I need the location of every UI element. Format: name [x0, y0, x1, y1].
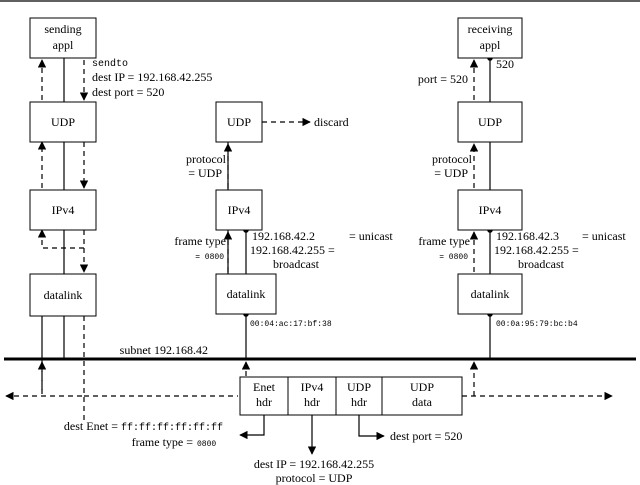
- frame-ipv4-line2: hdr: [304, 395, 320, 409]
- mid-mac-address: 00:04:ac:17:bf:38: [250, 320, 332, 329]
- frame-enet-line1: Enet: [253, 380, 276, 394]
- recv-udp-box: [457, 101, 523, 143]
- mid-unicast-label: = unicast: [349, 229, 393, 243]
- recv-udp-label: UDP: [478, 115, 502, 129]
- sending-appl-box: [29, 17, 97, 59]
- send-dest-ip: dest IP = 192.168.42.255: [92, 70, 212, 84]
- send-ipv4-label: IPv4: [52, 203, 75, 217]
- frame-udp-hdr-line2: hdr: [351, 395, 367, 409]
- receiving-appl-box: [457, 17, 523, 59]
- frame-layout: Enet hdr IPv4 hdr UDP hdr UDP data: [239, 376, 463, 416]
- mid-broadcast-label: broadcast: [273, 257, 320, 271]
- send-datalink-box: [29, 273, 97, 317]
- mid-ip-broadcast: 192.168.42.255 =: [250, 243, 335, 257]
- mid-udp-box: [215, 101, 263, 143]
- recv-ip-broadcast: 192.168.42.255 =: [494, 243, 579, 257]
- mid-datalink-label: datalink: [227, 287, 266, 301]
- mid-frame-type-value: = 0800: [195, 253, 224, 262]
- mid-ipv4-label: IPv4: [228, 203, 251, 217]
- sendto-label: sendto: [92, 58, 128, 70]
- protocol-annot: protocol = UDP: [276, 471, 353, 485]
- mid-frame-type-label: frame type: [174, 234, 226, 248]
- frame-udp-hdr-line1: UDP: [347, 380, 371, 394]
- recv-ipv4-box: [457, 189, 523, 231]
- send-loopback-arrow: [37, 229, 84, 249]
- recv-port-label: port = 520: [418, 72, 468, 86]
- send-ipv4-box: [29, 189, 97, 231]
- frame-udp-data: [381, 376, 463, 416]
- send-udp-label: UDP: [51, 115, 75, 129]
- recv-frame-type-label: frame type: [418, 234, 470, 248]
- mid-protocol-line1: protocol: [186, 152, 227, 166]
- sending-stack: sending appl sendto dest IP = 192.168.42…: [29, 17, 212, 420]
- recv-ip-unicast: 192.168.42.3: [496, 229, 559, 243]
- receiving-stack: receiving appl 520 port = 520 UDP protoc…: [418, 17, 626, 358]
- frame-ipv4-line1: IPv4: [301, 380, 324, 394]
- frame-udp-hdr: [335, 376, 383, 416]
- mid-ipv4-box: [215, 189, 263, 231]
- recv-port-num: 520: [496, 57, 514, 71]
- mid-ip-unicast: 192.168.42.2: [252, 229, 315, 243]
- recv-ipv4-label: IPv4: [479, 203, 502, 217]
- recv-unicast-label: = unicast: [582, 229, 626, 243]
- dest-enet-label: dest Enet =: [64, 419, 118, 433]
- receiving-appl-line2: appl: [480, 38, 501, 52]
- mid-discard-label: discard: [314, 115, 349, 129]
- sending-appl-line2: appl: [53, 38, 74, 52]
- send-dest-port: dest port = 520: [92, 85, 164, 99]
- recv-broadcast-label: broadcast: [518, 257, 565, 271]
- frame-type-annot-label: frame type =: [132, 435, 194, 449]
- dest-ip-annot: dest IP = 192.168.42.255: [254, 457, 374, 471]
- frame-udp-data-line2: data: [412, 395, 433, 409]
- mid-datalink-box: [215, 273, 277, 315]
- recv-protocol-line2: = UDP: [434, 166, 468, 180]
- dest-enet-value: ff:ff:ff:ff:ff:ff: [121, 422, 223, 434]
- frame-enet-hdr: [239, 376, 289, 416]
- send-udp-box: [29, 101, 97, 143]
- enet-annot-arrow: [239, 415, 265, 440]
- recv-datalink-box: [457, 273, 523, 315]
- recv-mac-address: 00:0a:95:79:bc:b4: [496, 320, 578, 329]
- mid-udp-label: UDP: [227, 115, 251, 129]
- middle-stack: UDP discard protocol = UDP IPv4 192.168.…: [174, 101, 393, 358]
- subnet-label: subnet 192.168.42: [120, 343, 208, 357]
- receiving-appl-line1: receiving: [468, 22, 513, 36]
- udp-annot-arrow: [358, 415, 385, 441]
- recv-frame-type-value: = 0800: [439, 253, 468, 262]
- sending-appl-line1: sending: [44, 22, 81, 36]
- recv-datalink-label: datalink: [471, 287, 510, 301]
- frame-type-annot-value: 0800: [197, 440, 216, 449]
- send-datalink-label: datalink: [44, 288, 83, 302]
- frame-enet-line2: hdr: [256, 395, 272, 409]
- frame-udp-data-line1: UDP: [410, 380, 434, 394]
- mid-protocol-line2: = UDP: [188, 166, 222, 180]
- dest-port-annot: dest port = 520: [390, 429, 462, 443]
- recv-protocol-line1: protocol: [432, 152, 473, 166]
